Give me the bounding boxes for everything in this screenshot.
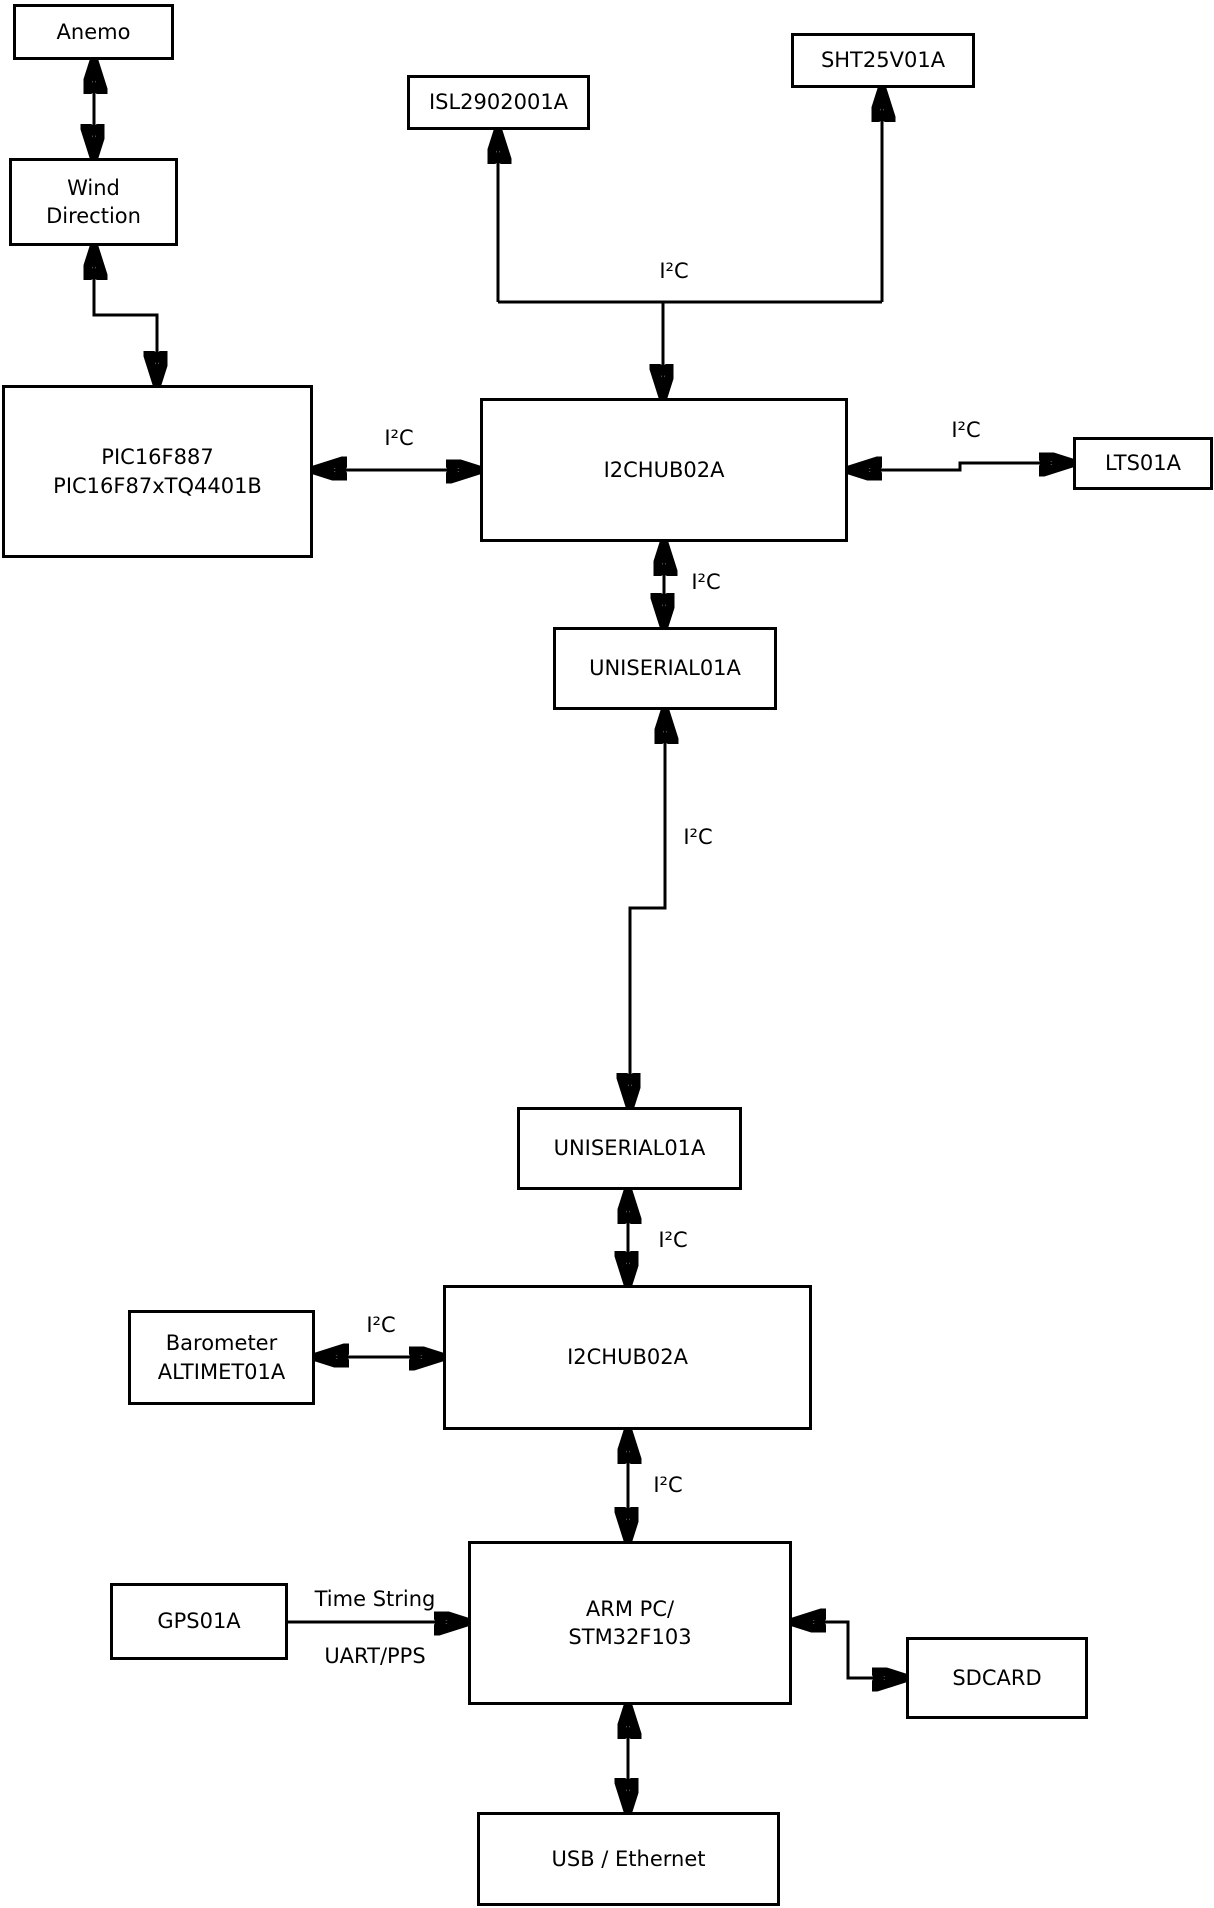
node-wind-direction-line2: Direction <box>46 204 141 228</box>
node-uniserial01a-top: UNISERIAL01A <box>553 627 777 710</box>
node-isl2902001a-label: ISL2902001A <box>428 90 569 115</box>
node-barometer-altimet01a: Barometer ALTIMET01A <box>128 1310 315 1405</box>
node-i2chub02a-bottom: I2CHUB02A <box>443 1285 812 1430</box>
node-arm-pc-line1: ARM PC/ <box>585 1596 675 1621</box>
node-gps01a: GPS01A <box>110 1583 288 1660</box>
node-wind-direction: Wind Direction <box>9 158 178 246</box>
node-barometer-line1: Barometer <box>165 1331 278 1356</box>
label-i2c-hub2-arm: I²C <box>653 1473 683 1497</box>
node-sht25v01a: SHT25V01A <box>791 33 975 88</box>
label-gps-time-string: Time String <box>314 1587 436 1611</box>
node-uniserial01a-top-label: UNISERIAL01A <box>589 656 741 681</box>
edge-wind-pic <box>94 250 157 381</box>
node-uniserial01a-bottom: UNISERIAL01A <box>517 1107 742 1190</box>
node-arm-pc: ARM PC/ STM32F103 <box>468 1541 792 1705</box>
node-sdcard: SDCARD <box>906 1637 1088 1719</box>
label-i2c-pic-hub: I²C <box>384 426 414 450</box>
node-lts01a: LTS01A <box>1073 437 1213 490</box>
label-i2c-baro-hub2: I²C <box>366 1313 396 1337</box>
node-barometer-line2: ALTIMET01A <box>157 1359 286 1384</box>
node-sht25v01a-label: SHT25V01A <box>820 48 946 73</box>
node-usb-ethernet-label: USB / Ethernet <box>551 1846 706 1871</box>
node-uniserial01a-bottom-label: UNISERIAL01A <box>553 1136 706 1161</box>
label-i2c-hub-lts: I²C <box>951 418 981 442</box>
node-anemo-label: Anemo <box>56 19 131 44</box>
label-i2c-hub-uniserial: I²C <box>691 570 721 594</box>
node-wind-direction-line1: Wind <box>67 175 120 200</box>
node-isl2902001a: ISL2902001A <box>407 75 590 130</box>
node-i2chub02a-top-label: I2CHUB02A <box>603 457 725 482</box>
edge-arm-sdcard <box>796 1622 902 1678</box>
edge-hub1-lts <box>852 463 1069 470</box>
node-arm-pc-line2: STM32F103 <box>568 1625 692 1649</box>
node-usb-ethernet: USB / Ethernet <box>477 1812 780 1906</box>
edge-uniserial1-uniserial2 <box>630 714 665 1103</box>
label-gps-uart-pps: UART/PPS <box>324 1644 426 1668</box>
node-pic16f887-line2: PIC16F87xTQ4401B <box>53 473 262 498</box>
label-i2c-uniserial-link: I²C <box>683 825 713 849</box>
label-i2c-sensor-bus: I²C <box>659 259 689 283</box>
node-i2chub02a-bottom-label: I2CHUB02A <box>567 1345 688 1370</box>
node-i2chub02a-top: I2CHUB02A <box>480 398 848 542</box>
node-sdcard-label: SDCARD <box>952 1665 1042 1690</box>
node-lts01a-label: LTS01A <box>1104 451 1182 476</box>
node-anemo: Anemo <box>13 4 174 60</box>
node-pic16f887-line1: PIC16F887 <box>101 445 214 470</box>
node-pic16f887: PIC16F887 PIC16F87xTQ4401B <box>2 385 313 558</box>
node-gps01a-label: GPS01A <box>157 1609 241 1634</box>
label-i2c-uniserial-hub2: I²C <box>658 1228 688 1252</box>
